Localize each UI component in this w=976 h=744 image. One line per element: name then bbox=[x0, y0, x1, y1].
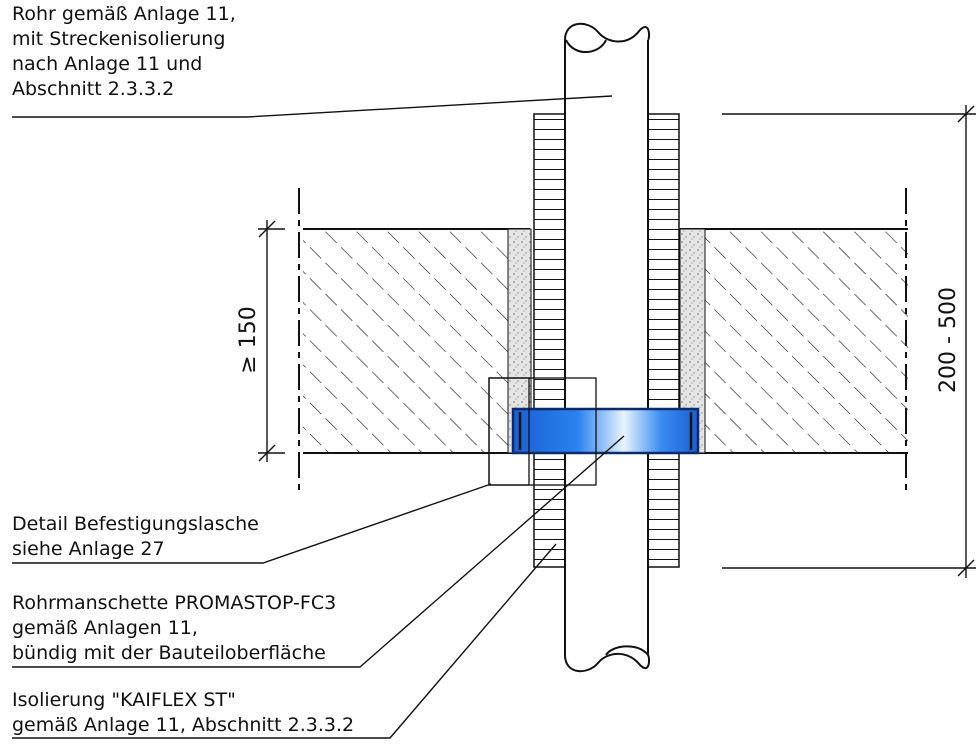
leader-lines bbox=[12, 95, 625, 739]
label-sleeve: Rohrmanschette PROMASTOP-FC3 gemäß Anlag… bbox=[12, 591, 336, 666]
label-detail: Detail Befestigungslasche siehe Anlage 2… bbox=[12, 512, 259, 562]
annular-gap-filler bbox=[507, 228, 706, 454]
dimension-wall-text: ≥ 150 bbox=[236, 306, 261, 373]
label-insulation-line-1: Isolierung "KAIFLEX ST" bbox=[12, 689, 236, 711]
label-pipe-line-1: Rohr gemäß Anlage 11, bbox=[12, 3, 236, 25]
label-pipe-line-4: Abschnitt 2.3.3.2 bbox=[12, 78, 175, 100]
label-pipe-line-2: mit Streckenisolierung bbox=[12, 28, 226, 50]
label-detail-line-2: siehe Anlage 27 bbox=[12, 538, 165, 560]
label-insulation: Isolierung "KAIFLEX ST" gemäß Anlage 11,… bbox=[12, 688, 354, 738]
label-sleeve-line-1: Rohrmanschette PROMASTOP-FC3 bbox=[12, 592, 337, 614]
dimension-insulation-text: 200 - 500 bbox=[936, 287, 961, 393]
dimension-wall bbox=[258, 220, 285, 462]
pipe-sleeve bbox=[511, 407, 700, 455]
pipe bbox=[564, 22, 650, 673]
label-sleeve-line-2: gemäß Anlagen 11, bbox=[12, 617, 198, 639]
label-sleeve-line-3: bündig mit der Bauteiloberfläche bbox=[12, 642, 326, 664]
label-pipe-line-3: nach Anlage 11 und bbox=[12, 53, 203, 75]
label-pipe: Rohr gemäß Anlage 11, mit Streckenisolie… bbox=[12, 2, 236, 102]
dimension-insulation bbox=[722, 105, 976, 578]
wall-element bbox=[298, 188, 908, 492]
detail-frames bbox=[488, 377, 597, 486]
label-insulation-line-2: gemäß Anlage 11, Abschnitt 2.3.3.2 bbox=[12, 714, 355, 736]
label-detail-line-1: Detail Befestigungslasche bbox=[12, 513, 259, 535]
